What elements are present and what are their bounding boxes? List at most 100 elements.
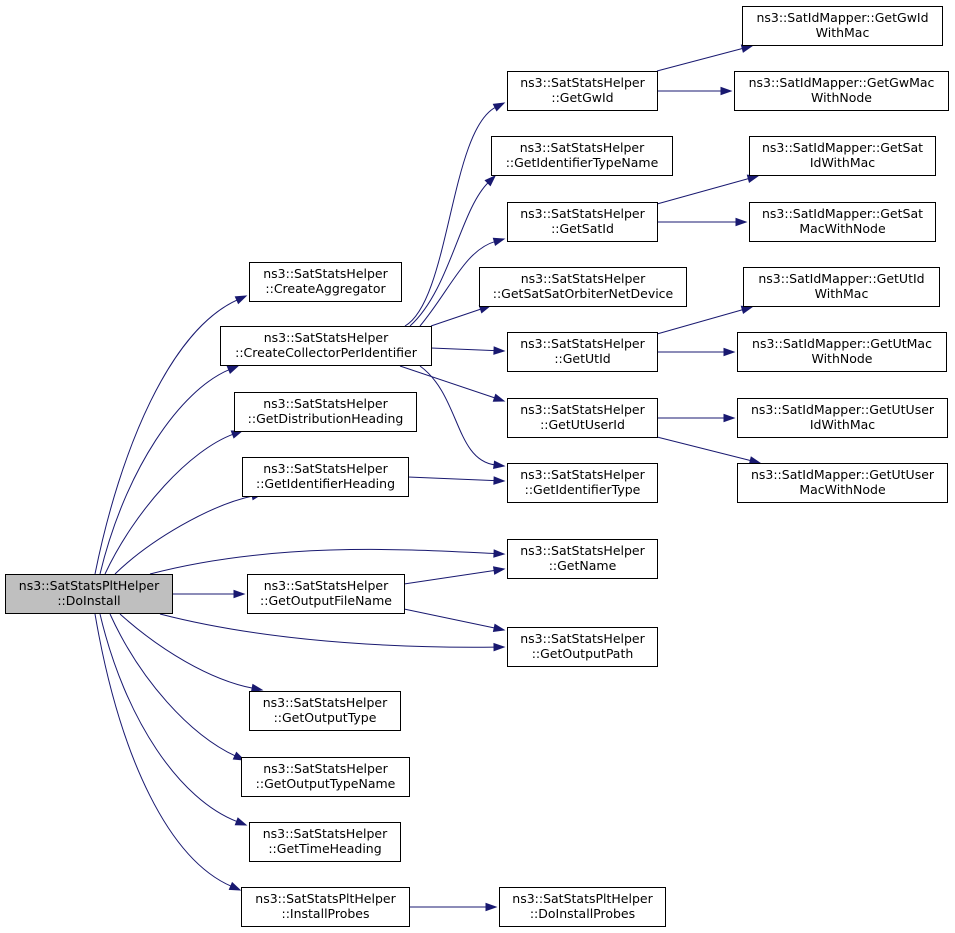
node-label-line: ns3::SatStatsHelper bbox=[520, 206, 645, 221]
node-label-line: ::GetIdentifierTypeName bbox=[506, 155, 659, 170]
node-label-line: ns3::SatStatsPltHelper bbox=[512, 891, 653, 906]
node-create-aggregator[interactable]: ns3::SatStatsHelper::CreateAggregator bbox=[249, 262, 402, 302]
edge-doinstall-to-get-distribution-heading bbox=[104, 430, 244, 575]
node-label-line: ::GetDistributionHeading bbox=[248, 411, 404, 426]
node-get-gw-id[interactable]: ns3::SatStatsHelper::GetGwId bbox=[507, 71, 658, 111]
edge-create-collector-to-get-sat-id bbox=[419, 237, 506, 327]
arrow-head-icon bbox=[493, 460, 506, 470]
node-create-collector[interactable]: ns3::SatStatsHelper::CreateCollectorPerI… bbox=[220, 326, 432, 366]
node-get-identifier-type-name[interactable]: ns3::SatStatsHelper::GetIdentifierTypeNa… bbox=[491, 136, 673, 176]
node-box bbox=[507, 202, 658, 242]
edge-get-output-file-name-to-get-name bbox=[403, 566, 506, 585]
node-doinstall[interactable]: ns3::SatStatsPltHelper::DoInstall bbox=[5, 574, 173, 614]
arrow-head-icon bbox=[748, 456, 762, 465]
arrow-head-icon bbox=[723, 413, 736, 423]
node-label-line: ns3::SatStatsHelper bbox=[521, 271, 646, 286]
edge-create-collector-to-get-sat-orbiter bbox=[430, 305, 492, 327]
edge-line bbox=[430, 308, 482, 327]
node-label-line: ::GetUtId bbox=[554, 351, 610, 366]
arrow-head-icon bbox=[492, 566, 506, 575]
node-box bbox=[249, 262, 402, 302]
node-label-line: ns3::SatIdMapper::GetUtId bbox=[758, 271, 924, 286]
node-install-probes[interactable]: ns3::SatStatsPltHelper::InstallProbes bbox=[241, 887, 410, 927]
node-label-line: ns3::SatStatsHelper bbox=[520, 140, 645, 155]
arrow-head-icon bbox=[740, 305, 754, 315]
edge-doinstall-to-get-output-path bbox=[159, 613, 506, 652]
node-label-line: ::GetOutputTypeName bbox=[256, 776, 396, 791]
edge-line bbox=[430, 347, 496, 352]
node-get-identifier-heading[interactable]: ns3::SatStatsHelper::GetIdentifierHeadin… bbox=[242, 457, 409, 497]
node-label-line: ns3::SatIdMapper::GetSat bbox=[762, 206, 923, 221]
node-box bbox=[499, 887, 666, 927]
edge-line bbox=[656, 177, 750, 205]
edge-get-output-file-name-to-get-output-path bbox=[403, 608, 506, 633]
node-label-line: ::GetName bbox=[549, 558, 617, 573]
edge-line bbox=[94, 613, 232, 887]
edge-line bbox=[403, 569, 496, 585]
node-box bbox=[241, 757, 410, 797]
node-label-line: ns3::SatStatsHelper bbox=[264, 330, 389, 345]
node-do-install-probes[interactable]: ns3::SatStatsPltHelper::DoInstallProbes bbox=[499, 887, 666, 927]
arrow-head-icon bbox=[493, 549, 506, 558]
node-box bbox=[737, 332, 947, 372]
edge-line bbox=[159, 613, 496, 648]
node-get-sat-orbiter[interactable]: ns3::SatStatsHelper::GetSatSatOrbiterNet… bbox=[479, 267, 687, 307]
node-label-line: ::GetIdentifierType bbox=[525, 482, 641, 497]
arrow-head-icon bbox=[735, 217, 748, 227]
edge-doinstall-to-get-output-type bbox=[119, 613, 264, 693]
arrow-head-icon bbox=[740, 44, 754, 53]
node-label-line: WithMac bbox=[816, 25, 870, 40]
node-get-distribution-heading[interactable]: ns3::SatStatsHelper::GetDistributionHead… bbox=[234, 392, 417, 432]
arrow-head-icon bbox=[492, 102, 506, 112]
node-label-line: WithNode bbox=[811, 351, 872, 366]
arrow-head-icon bbox=[723, 347, 736, 357]
node-get-name[interactable]: ns3::SatStatsHelper::GetName bbox=[507, 539, 658, 579]
node-box bbox=[507, 332, 658, 372]
node-label-line: ns3::SatIdMapper::GetGwId bbox=[756, 10, 928, 25]
node-box bbox=[743, 267, 940, 307]
node-label-line: ::GetUtUserId bbox=[540, 417, 625, 432]
node-label-line: ns3::SatStatsHelper bbox=[263, 761, 388, 776]
edge-create-collector-to-get-gw-id bbox=[404, 102, 506, 327]
node-get-output-file-name[interactable]: ns3::SatStatsHelper::GetOutputFileName bbox=[247, 574, 405, 614]
edge-line bbox=[119, 613, 254, 689]
node-get-time-heading[interactable]: ns3::SatStatsHelper::GetTimeHeading bbox=[249, 822, 401, 862]
node-label-line: ::CreateCollectorPerIdentifier bbox=[235, 345, 418, 360]
nodes-layer: ns3::SatStatsPltHelper::DoInstallns3::Sa… bbox=[5, 6, 949, 927]
edge-get-ut-user-id-to-ut-user-id-with-mac bbox=[657, 413, 736, 423]
node-box bbox=[220, 326, 432, 366]
node-label-line: ns3::SatIdMapper::GetUtUser bbox=[751, 467, 935, 482]
node-box bbox=[749, 136, 936, 176]
edge-line bbox=[656, 436, 752, 462]
edge-line bbox=[419, 365, 496, 466]
edge-line bbox=[99, 613, 238, 823]
node-label-line: ns3::SatStatsPltHelper bbox=[255, 891, 396, 906]
edge-get-gw-id-to-gw-id-with-mac bbox=[656, 44, 754, 72]
edge-create-collector-to-get-identifier-type-name bbox=[409, 174, 497, 327]
node-get-sat-id[interactable]: ns3::SatStatsHelper::GetSatId bbox=[507, 202, 658, 242]
node-get-ut-user-id[interactable]: ns3::SatStatsHelper::GetUtUserId bbox=[507, 398, 658, 438]
arrow-head-icon bbox=[226, 365, 240, 374]
node-label-line: ns3::SatStatsHelper bbox=[520, 631, 645, 646]
edge-line bbox=[656, 308, 744, 335]
edge-get-sat-id-to-sat-mac-with-node bbox=[657, 217, 748, 227]
node-get-ut-id[interactable]: ns3::SatStatsHelper::GetUtId bbox=[507, 332, 658, 372]
node-label-line: WithMac bbox=[815, 286, 869, 301]
node-get-identifier-type[interactable]: ns3::SatStatsHelper::GetIdentifierType bbox=[507, 463, 658, 503]
node-box bbox=[247, 574, 405, 614]
edge-get-ut-id-to-ut-mac-with-node bbox=[657, 347, 736, 357]
node-get-output-type-name[interactable]: ns3::SatStatsHelper::GetOutputTypeName bbox=[241, 757, 410, 797]
edge-doinstall-to-install-probes bbox=[94, 613, 242, 891]
node-get-output-type[interactable]: ns3::SatStatsHelper::GetOutputType bbox=[249, 691, 401, 731]
edge-line bbox=[419, 240, 496, 327]
edge-line bbox=[114, 495, 254, 575]
node-get-output-path[interactable]: ns3::SatStatsHelper::GetOutputPath bbox=[507, 627, 658, 667]
